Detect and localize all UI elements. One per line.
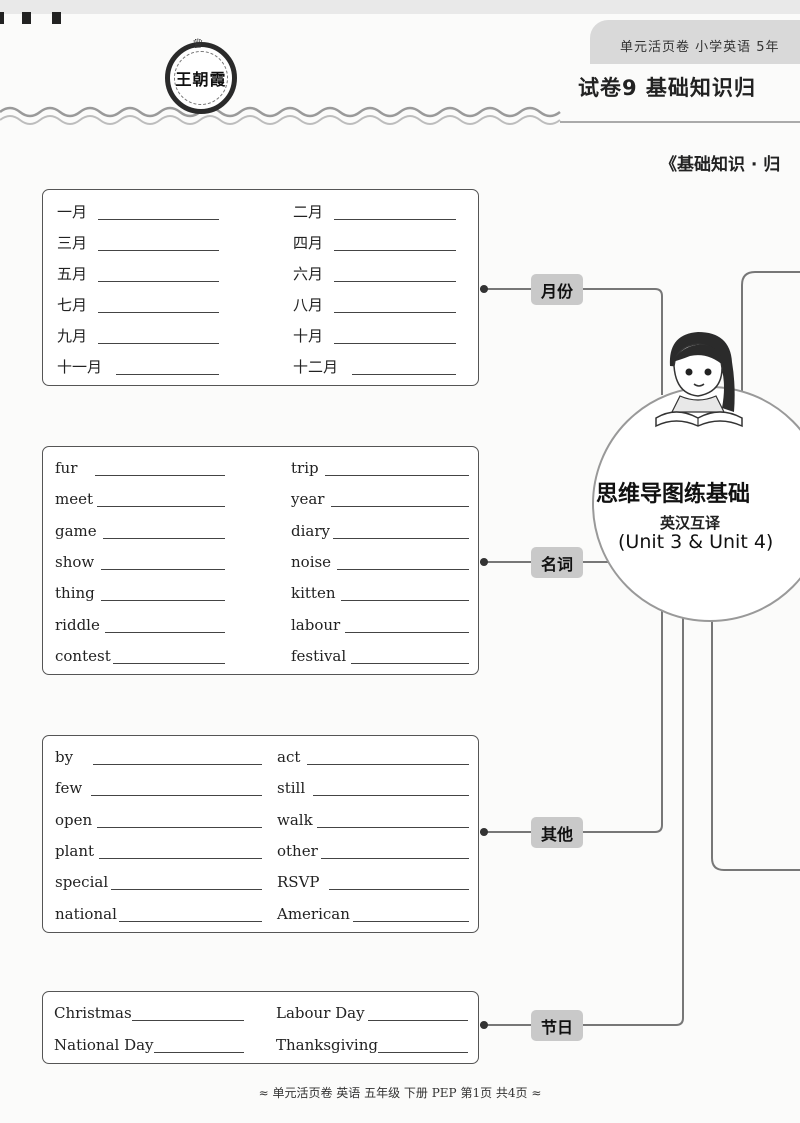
category-label-festivals: 节日 [531, 1010, 583, 1041]
answer-blank[interactable] [333, 538, 469, 539]
category-label-months: 月份 [531, 274, 583, 305]
answer-blank[interactable] [98, 312, 219, 313]
center-title: 思维导图练基础 [596, 482, 751, 507]
answer-blank[interactable] [334, 343, 456, 344]
answer-blank[interactable] [334, 250, 456, 251]
answer-blank[interactable] [98, 281, 219, 282]
answer-blank[interactable] [368, 1020, 468, 1021]
publisher-logo-stamp: ♛ 王朝霞 [165, 37, 237, 114]
answer-blank[interactable] [101, 569, 225, 570]
answer-blank[interactable] [345, 632, 469, 633]
answer-blank[interactable] [98, 343, 219, 344]
answer-blank[interactable] [329, 889, 469, 890]
connector-dot [480, 285, 488, 293]
answer-blank[interactable] [334, 219, 456, 220]
answer-blank[interactable] [317, 827, 469, 828]
answer-blank[interactable] [98, 219, 219, 220]
header-tab [590, 20, 800, 64]
answer-blank[interactable] [105, 632, 225, 633]
reading-girl-illustration [655, 332, 743, 428]
answer-blank[interactable] [97, 827, 262, 828]
answer-blank[interactable] [101, 600, 225, 601]
center-units: (Unit 3 & Unit 4) [618, 531, 774, 553]
answer-blank[interactable] [334, 312, 456, 313]
series-label: 单元活页卷 小学英语 5年 [620, 40, 780, 55]
connector-dot [480, 828, 488, 836]
connector-dot [480, 558, 488, 566]
answer-blank[interactable] [341, 600, 469, 601]
page-footer: ≈ 单元活页卷 英语 五年级 下册 PEP 第1页 共4页 ≈ [258, 1086, 542, 1100]
answer-blank[interactable] [154, 1052, 244, 1053]
answer-blank[interactable] [321, 858, 469, 859]
answer-blank[interactable] [93, 764, 262, 765]
months-box: 一月 三月 五月 七月 九月 十一月 二月 四月 六月 八月 十月 十二月 [42, 189, 479, 386]
answer-blank[interactable] [97, 506, 225, 507]
answer-blank[interactable] [352, 374, 456, 375]
category-label-nouns: 名词 [531, 547, 583, 578]
answer-blank[interactable] [95, 475, 225, 476]
answer-blank[interactable] [99, 858, 262, 859]
answer-blank[interactable] [98, 250, 219, 251]
answer-blank[interactable] [111, 889, 262, 890]
connector-dot [480, 1021, 488, 1029]
category-label-others: 其他 [531, 817, 583, 848]
answer-blank[interactable] [351, 663, 469, 664]
answer-blank[interactable] [378, 1052, 468, 1053]
wave-divider [0, 106, 800, 125]
section-tag: 《基础知识 · 归 [660, 155, 781, 175]
answer-blank[interactable] [113, 663, 225, 664]
answer-blank[interactable] [325, 475, 469, 476]
top-band [0, 0, 800, 14]
answer-blank[interactable] [103, 538, 225, 539]
festivals-box: Christmas National Day Labour Day Thanks… [42, 991, 479, 1064]
answer-blank[interactable] [334, 281, 456, 282]
answer-blank[interactable] [353, 921, 469, 922]
nouns-box: fur meet game show thing riddle contest … [42, 446, 479, 675]
answer-blank[interactable] [313, 795, 469, 796]
center-subtitle: 英汉互译 [660, 514, 721, 532]
answer-blank[interactable] [331, 506, 469, 507]
paper-title: 试卷9 基础知识归 [578, 76, 756, 100]
answer-blank[interactable] [337, 569, 469, 570]
answer-blank[interactable] [116, 374, 219, 375]
answer-blank[interactable] [119, 921, 262, 922]
others-box: by few open plant special national act s… [42, 735, 479, 933]
answer-blank[interactable] [132, 1020, 244, 1021]
answer-blank[interactable] [307, 764, 469, 765]
answer-blank[interactable] [91, 795, 262, 796]
